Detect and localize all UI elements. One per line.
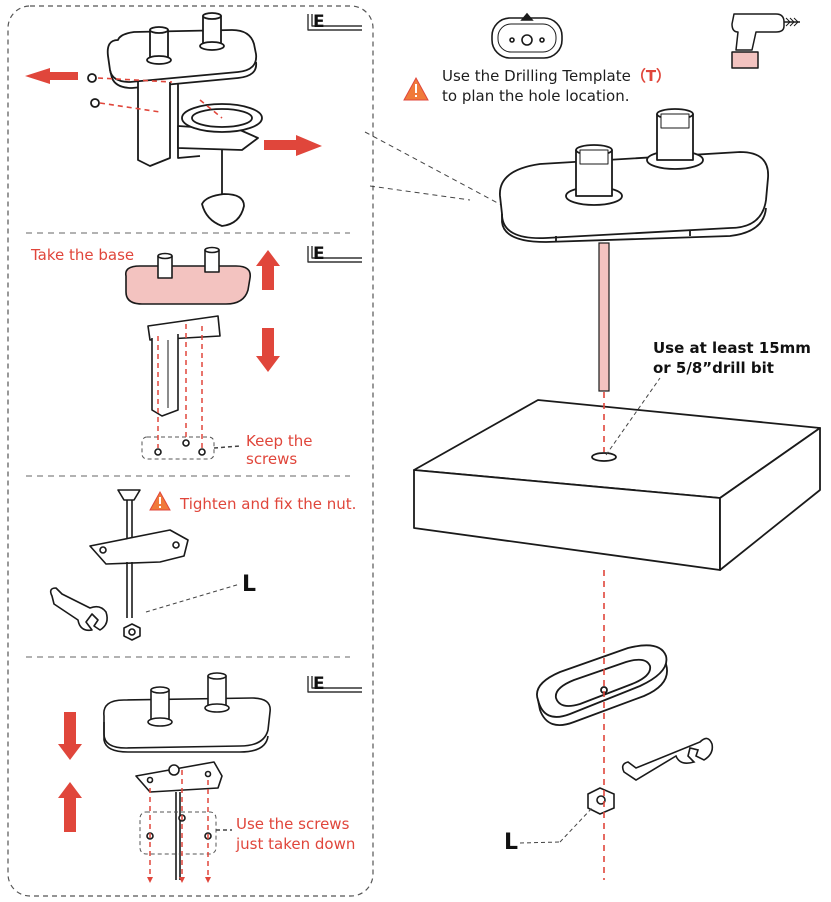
drill-icon: [731, 13, 800, 69]
label-use-screws-2: just taken down: [236, 835, 356, 853]
callout-L-right-2: [559, 807, 593, 843]
template-text: Use the Drilling Template: [442, 67, 631, 85]
label-tighten: Tighten and fix the nut.: [180, 495, 357, 513]
template-instruction-1: Use the Drilling Template（T）: [442, 67, 672, 85]
arrow-icon: [58, 782, 82, 832]
wrench-icon: [621, 737, 714, 781]
callout-line-bottom: [369, 185, 471, 201]
label-use-screws-1: Use the screws: [236, 815, 350, 833]
part-letter-right: L: [504, 830, 519, 855]
callout-L-left: [145, 583, 241, 613]
step2-illustration: [124, 246, 362, 460]
arrow-icon: [264, 135, 322, 156]
clamp-pad: [536, 644, 668, 726]
drill-note-1: Use at least 15mm: [653, 339, 811, 357]
threaded-rod: [598, 242, 610, 392]
allen-key-icon: [307, 14, 362, 31]
step1-dashes: [97, 77, 223, 119]
label-keep-screws-1: Keep the: [246, 432, 313, 450]
warning-icon: [403, 76, 429, 101]
tool-letter-step2: E: [313, 244, 325, 264]
part-letter-left: L: [242, 572, 257, 597]
template-instruction-2: to plan the hole location.: [442, 87, 630, 105]
callout-line-top: [364, 131, 521, 216]
label-take-base: Take the base: [31, 246, 135, 264]
step4-illustration: [103, 672, 362, 880]
arrow-icon: [25, 68, 78, 84]
drilling-template-icon: [491, 12, 563, 59]
tool-letter-step4: E: [313, 674, 325, 694]
arrow-icon: [256, 328, 280, 372]
label-keep-screws-2: screws: [246, 450, 298, 468]
allen-key-icon: [307, 676, 362, 693]
step4-dashes: [147, 770, 232, 883]
step3-illustration: [49, 489, 189, 641]
drill-note-2: or 5/8”drill bit: [653, 359, 774, 377]
nut: [587, 787, 615, 815]
callout-L-right: [519, 841, 561, 844]
template-mark: （T）: [630, 67, 672, 85]
allen-key-icon: [307, 246, 362, 263]
step1-illustration: [87, 12, 362, 227]
wrench-icon: [49, 587, 108, 632]
left-panel-border: [7, 5, 374, 897]
desk-board: [413, 399, 821, 571]
base-assembly: [499, 108, 769, 243]
arrow-icon: [256, 250, 280, 290]
warning-icon: [149, 490, 171, 511]
step2-dashes: [157, 324, 241, 449]
arrow-icon: [58, 712, 82, 760]
tool-letter-step1: E: [313, 12, 325, 32]
drill-callout-line: [605, 377, 661, 456]
